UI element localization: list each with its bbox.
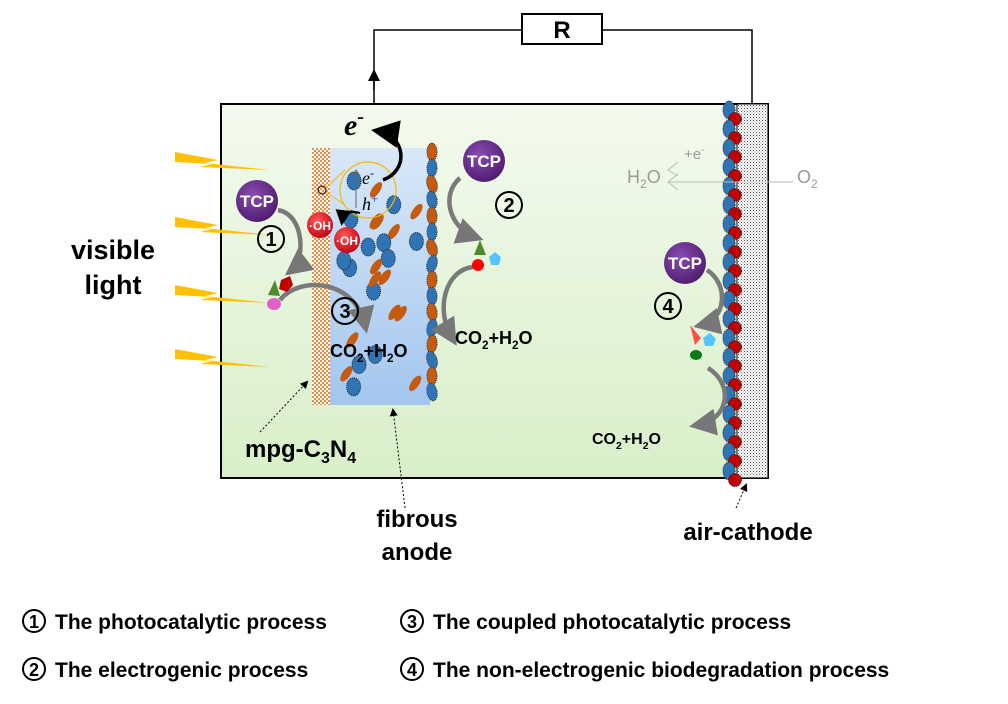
bacteria-cell [426, 238, 438, 258]
svg-text:2: 2 [29, 660, 39, 680]
product-label: CO2+H2O [592, 431, 661, 452]
hydroxyl-radical: ·OH [334, 227, 360, 253]
visible-light-label: light [85, 270, 142, 300]
product-label: CO2+H2O [330, 341, 408, 365]
process-arrows [277, 176, 728, 436]
legend-item-3: 3 The coupled photocatalytic process [400, 609, 791, 634]
bacteria-cell [426, 142, 438, 162]
svg-text:h+: h+ [362, 191, 378, 214]
bacteria-cell [336, 251, 352, 271]
step-marker-1: 1 [257, 225, 285, 253]
air-cathode-label: air-cathode [683, 519, 812, 546]
bacteria-cell [386, 195, 402, 215]
step-marker-4: 4 [654, 292, 682, 320]
resistor-label: R [553, 17, 570, 44]
bacteria-cell [426, 286, 438, 306]
bacteria-cell [380, 248, 396, 268]
bacteria-cell [367, 344, 383, 364]
svg-text:·OH: ·OH [309, 219, 331, 233]
bacteria-cell [426, 366, 438, 386]
bacteria-cell [426, 222, 438, 242]
legend-item-1: 1 The photocatalytic process [22, 609, 327, 634]
lightning-icon [175, 285, 270, 303]
bacteria-cell [340, 366, 353, 382]
bacteria-cell [426, 270, 438, 290]
bacteria-cell [378, 269, 391, 285]
bacteria-cell [426, 382, 438, 402]
tcp-molecule: TCP [664, 242, 706, 284]
hydroxyl-radical: ·OH [307, 212, 333, 238]
bacteria-cell [346, 171, 362, 191]
svg-text:TCP: TCP [668, 254, 702, 273]
bacteria-cell [410, 203, 423, 220]
svg-text:e-: e- [362, 166, 374, 188]
bacteria-cell [360, 237, 376, 257]
visible-light-label: visible [71, 235, 155, 265]
cathode-biofilm [722, 100, 742, 487]
bacteria-cell [426, 174, 438, 194]
svg-text:·OH: ·OH [336, 234, 358, 248]
mpg-c3n4-label: mpg-C3N4 [245, 436, 356, 467]
svg-text:1: 1 [265, 229, 276, 251]
bacteria-cell [394, 305, 407, 322]
bacteria-cell [426, 350, 438, 370]
svg-text:3: 3 [339, 301, 350, 323]
step-marker-3: 3 [331, 297, 359, 325]
fibrous-anode-label: fibrous [376, 506, 457, 533]
tcp-molecule: TCP [236, 180, 278, 222]
bacteria-cell [369, 182, 383, 198]
svg-text:TCP: TCP [240, 192, 274, 211]
resistor [521, 13, 603, 45]
lightning-icon [175, 217, 270, 235]
svg-text:1: 1 [29, 612, 39, 632]
bacteria-cell [346, 332, 359, 348]
svg-text:H2O: H2O [627, 167, 661, 191]
bacteria-cell [388, 304, 401, 321]
catalyst-particle [728, 473, 742, 487]
visible-light-rays [175, 152, 270, 367]
svg-text:2: 2 [503, 195, 514, 217]
intermediate-products [267, 240, 716, 360]
bacteria-cell [408, 231, 424, 251]
electron-label: e- [344, 106, 364, 142]
svg-text:TCP: TCP [467, 152, 501, 171]
svg-text:3: 3 [407, 612, 417, 632]
svg-text:O2: O2 [797, 167, 818, 191]
lightning-icon [175, 349, 270, 367]
svg-text:+e-: +e- [684, 145, 704, 163]
bacteria-cell [426, 190, 438, 210]
bacteria-cell [426, 158, 438, 178]
bacteria-cell [409, 375, 422, 392]
bacteria-cell [368, 271, 382, 287]
svg-text:4: 4 [407, 660, 417, 680]
bacteria-cell [369, 258, 383, 275]
svg-text:The coupled photocatalytic pro: The coupled photocatalytic process [433, 611, 791, 634]
bacteria-cell [351, 355, 367, 375]
bacteria-cell [366, 281, 382, 301]
bacteria-cell [387, 224, 400, 240]
fibrous-anode-label: anode [382, 539, 453, 566]
legend: 1 The photocatalytic process 2 The electro… [22, 609, 889, 682]
step-marker-2: 2 [495, 191, 523, 219]
svg-text:The non-electrogenic biodegrad: The non-electrogenic biodegradation proc… [433, 659, 889, 682]
lightning-icon [175, 152, 270, 170]
bacteria-cell [371, 214, 384, 230]
svg-text:The photocatalytic process: The photocatalytic process [55, 611, 327, 634]
cathode-reaction: H2O +e- O2 [627, 145, 818, 191]
legend-item-4: 4 The non-electrogenic biodegradation pro… [400, 657, 889, 682]
product-label: CO2+H2O [455, 328, 533, 352]
svg-text:The electrogenic process: The electrogenic process [55, 659, 308, 682]
legend-item-2: 2 The electrogenic process [22, 657, 308, 682]
band-excitation: e- h+ [317, 120, 403, 226]
bacteria-cell [346, 377, 362, 397]
tcp-molecule: TCP [463, 140, 505, 182]
svg-text:4: 4 [662, 296, 674, 318]
bacteria-cell [426, 206, 438, 226]
bacteria-cell [426, 254, 438, 274]
external-circuit: R [368, 13, 753, 148]
mpg-c3n4-layer [312, 148, 330, 405]
